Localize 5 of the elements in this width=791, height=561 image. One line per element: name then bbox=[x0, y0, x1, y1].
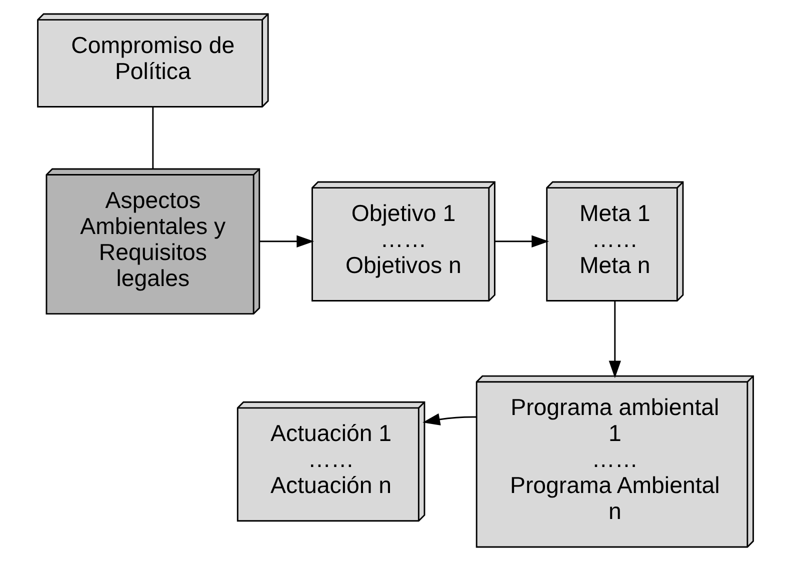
arrow bbox=[494, 235, 550, 248]
arrow bbox=[608, 301, 621, 378]
arrow bbox=[260, 235, 314, 248]
connector bbox=[152, 106, 154, 169]
arrow bbox=[422, 413, 476, 426]
